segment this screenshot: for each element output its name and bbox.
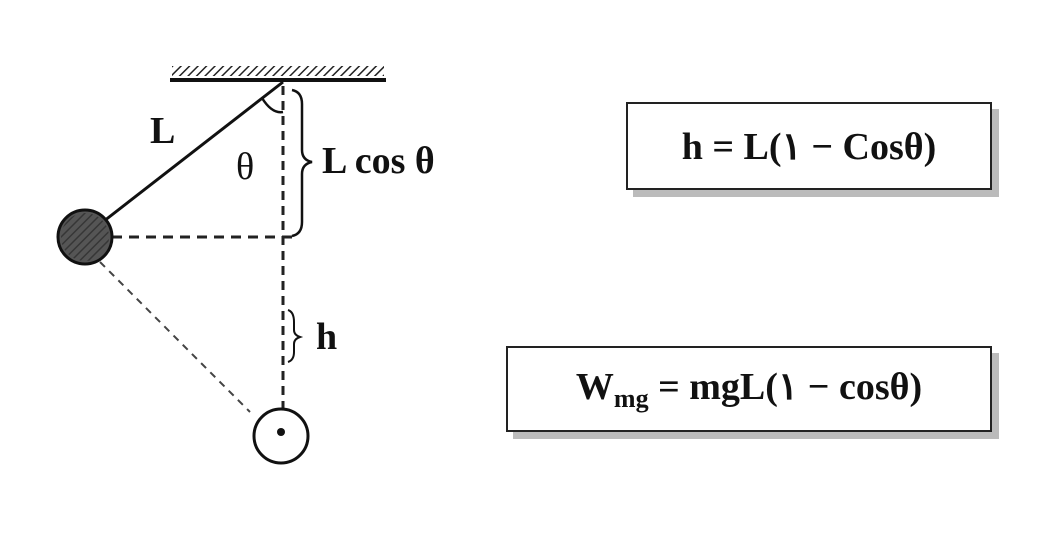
label-angle: θ	[236, 146, 255, 188]
ceiling	[170, 66, 386, 82]
work-subscript: mg	[613, 384, 649, 413]
label-vertical-component: L cos θ	[322, 140, 435, 182]
height-formula: h = L(۱ − Cosθ)	[681, 125, 937, 168]
work-symbol: W	[575, 366, 614, 408]
height-formula-box: h = L(۱ − Cosθ)	[626, 102, 992, 190]
work-formula: Wmg = mgL(۱ − cosθ)	[576, 364, 922, 414]
brace-lcos	[291, 88, 313, 238]
work-formula-rest: = mgL(۱ − cosθ)	[648, 366, 923, 408]
bob-lowest	[252, 407, 310, 465]
brace-h	[287, 309, 304, 363]
path-dashed-line	[99, 261, 251, 413]
label-length: L	[150, 110, 176, 152]
label-height: h	[316, 316, 338, 358]
bob-raised	[56, 208, 114, 266]
work-formula-box: Wmg = mgL(۱ − cosθ)	[506, 346, 992, 432]
string	[94, 80, 284, 230]
angle-arc	[260, 97, 284, 114]
